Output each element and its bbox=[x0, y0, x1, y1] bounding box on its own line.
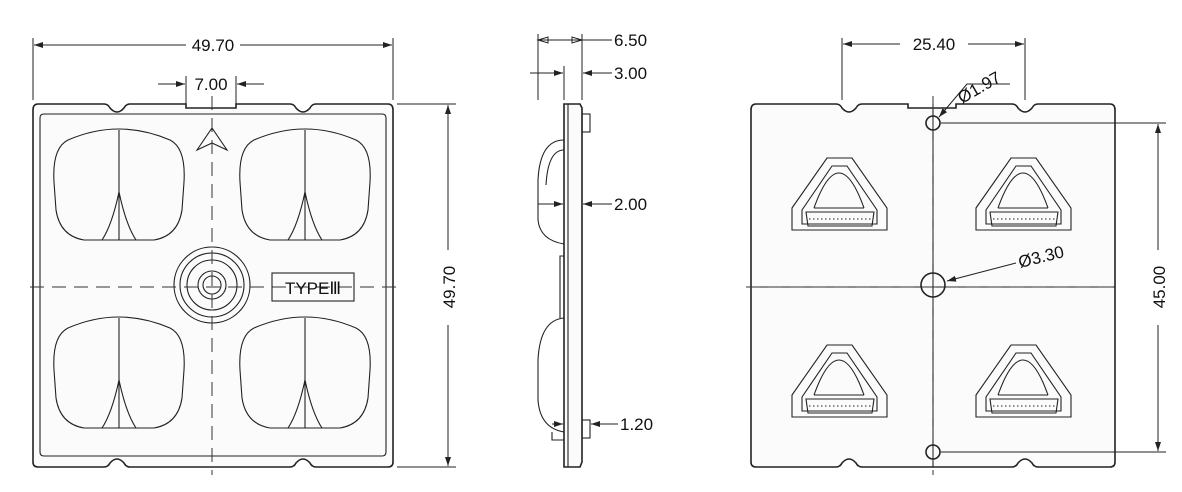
type-label: TYPEⅢ bbox=[285, 279, 341, 298]
back-small-hole-dim: Ø1.97 bbox=[955, 68, 1005, 108]
front-height-dim: 49.70 bbox=[440, 266, 459, 309]
back-view: 25.40 Ø1.97 Ø3.30 45.00 bbox=[746, 35, 1169, 475]
side-plate-dim: 2.00 bbox=[614, 195, 647, 214]
pin-hole-top bbox=[925, 115, 941, 131]
orientation-arrow bbox=[195, 127, 229, 152]
pin-hole-bottom bbox=[925, 444, 941, 460]
type-label-box bbox=[271, 272, 355, 302]
side-thickness-dim: 6.50 bbox=[614, 31, 647, 50]
front-body-outline bbox=[32, 103, 394, 468]
front-view: TYPEⅢ 49.70 7.00 49.70 bbox=[30, 36, 459, 475]
front-width-dim: 49.70 bbox=[192, 36, 235, 55]
front-notch-dim: 7.00 bbox=[194, 75, 227, 94]
back-pin-vertical-dim: 45.00 bbox=[1150, 266, 1169, 309]
side-boss-dim: 1.20 bbox=[620, 415, 653, 434]
side-flange-dim: 3.00 bbox=[614, 64, 647, 83]
side-view: 6.50 3.00 2.00 1.20 bbox=[530, 31, 653, 468]
back-pin-spacing-dim: 25.40 bbox=[913, 35, 956, 54]
center-hole bbox=[920, 272, 946, 298]
